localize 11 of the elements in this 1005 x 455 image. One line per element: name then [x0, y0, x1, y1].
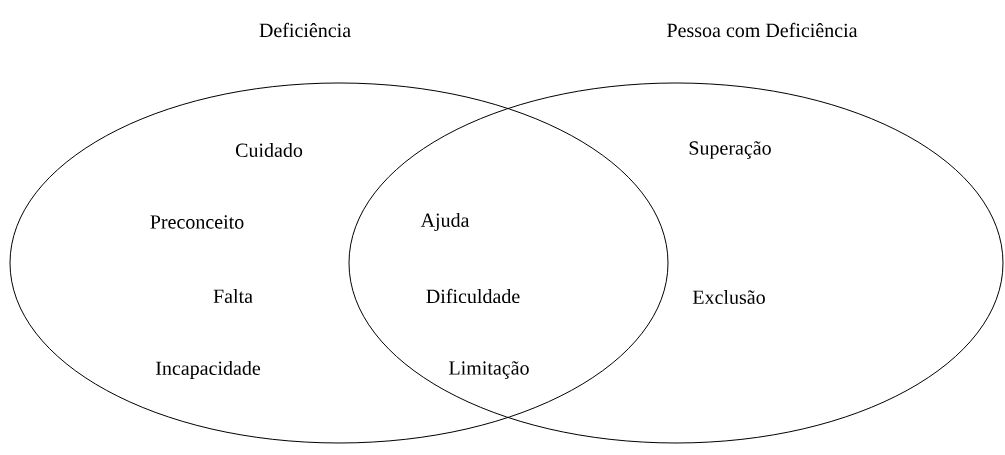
term-label: Preconceito [150, 215, 244, 229]
term-label: Limitação [449, 361, 529, 379]
term-label: Exclusão [692, 289, 765, 304]
term-label: Dificuldade [426, 288, 520, 304]
term-label: Cuidado [235, 142, 303, 158]
set-heading: Deficiência [259, 22, 351, 38]
term-label: Falta [213, 288, 253, 303]
term-label: Incapacidade [156, 360, 261, 380]
term-label: Superação [689, 141, 771, 159]
set-heading: Pessoa com Deficiência [667, 22, 858, 38]
term-label: Ajuda [420, 212, 470, 232]
